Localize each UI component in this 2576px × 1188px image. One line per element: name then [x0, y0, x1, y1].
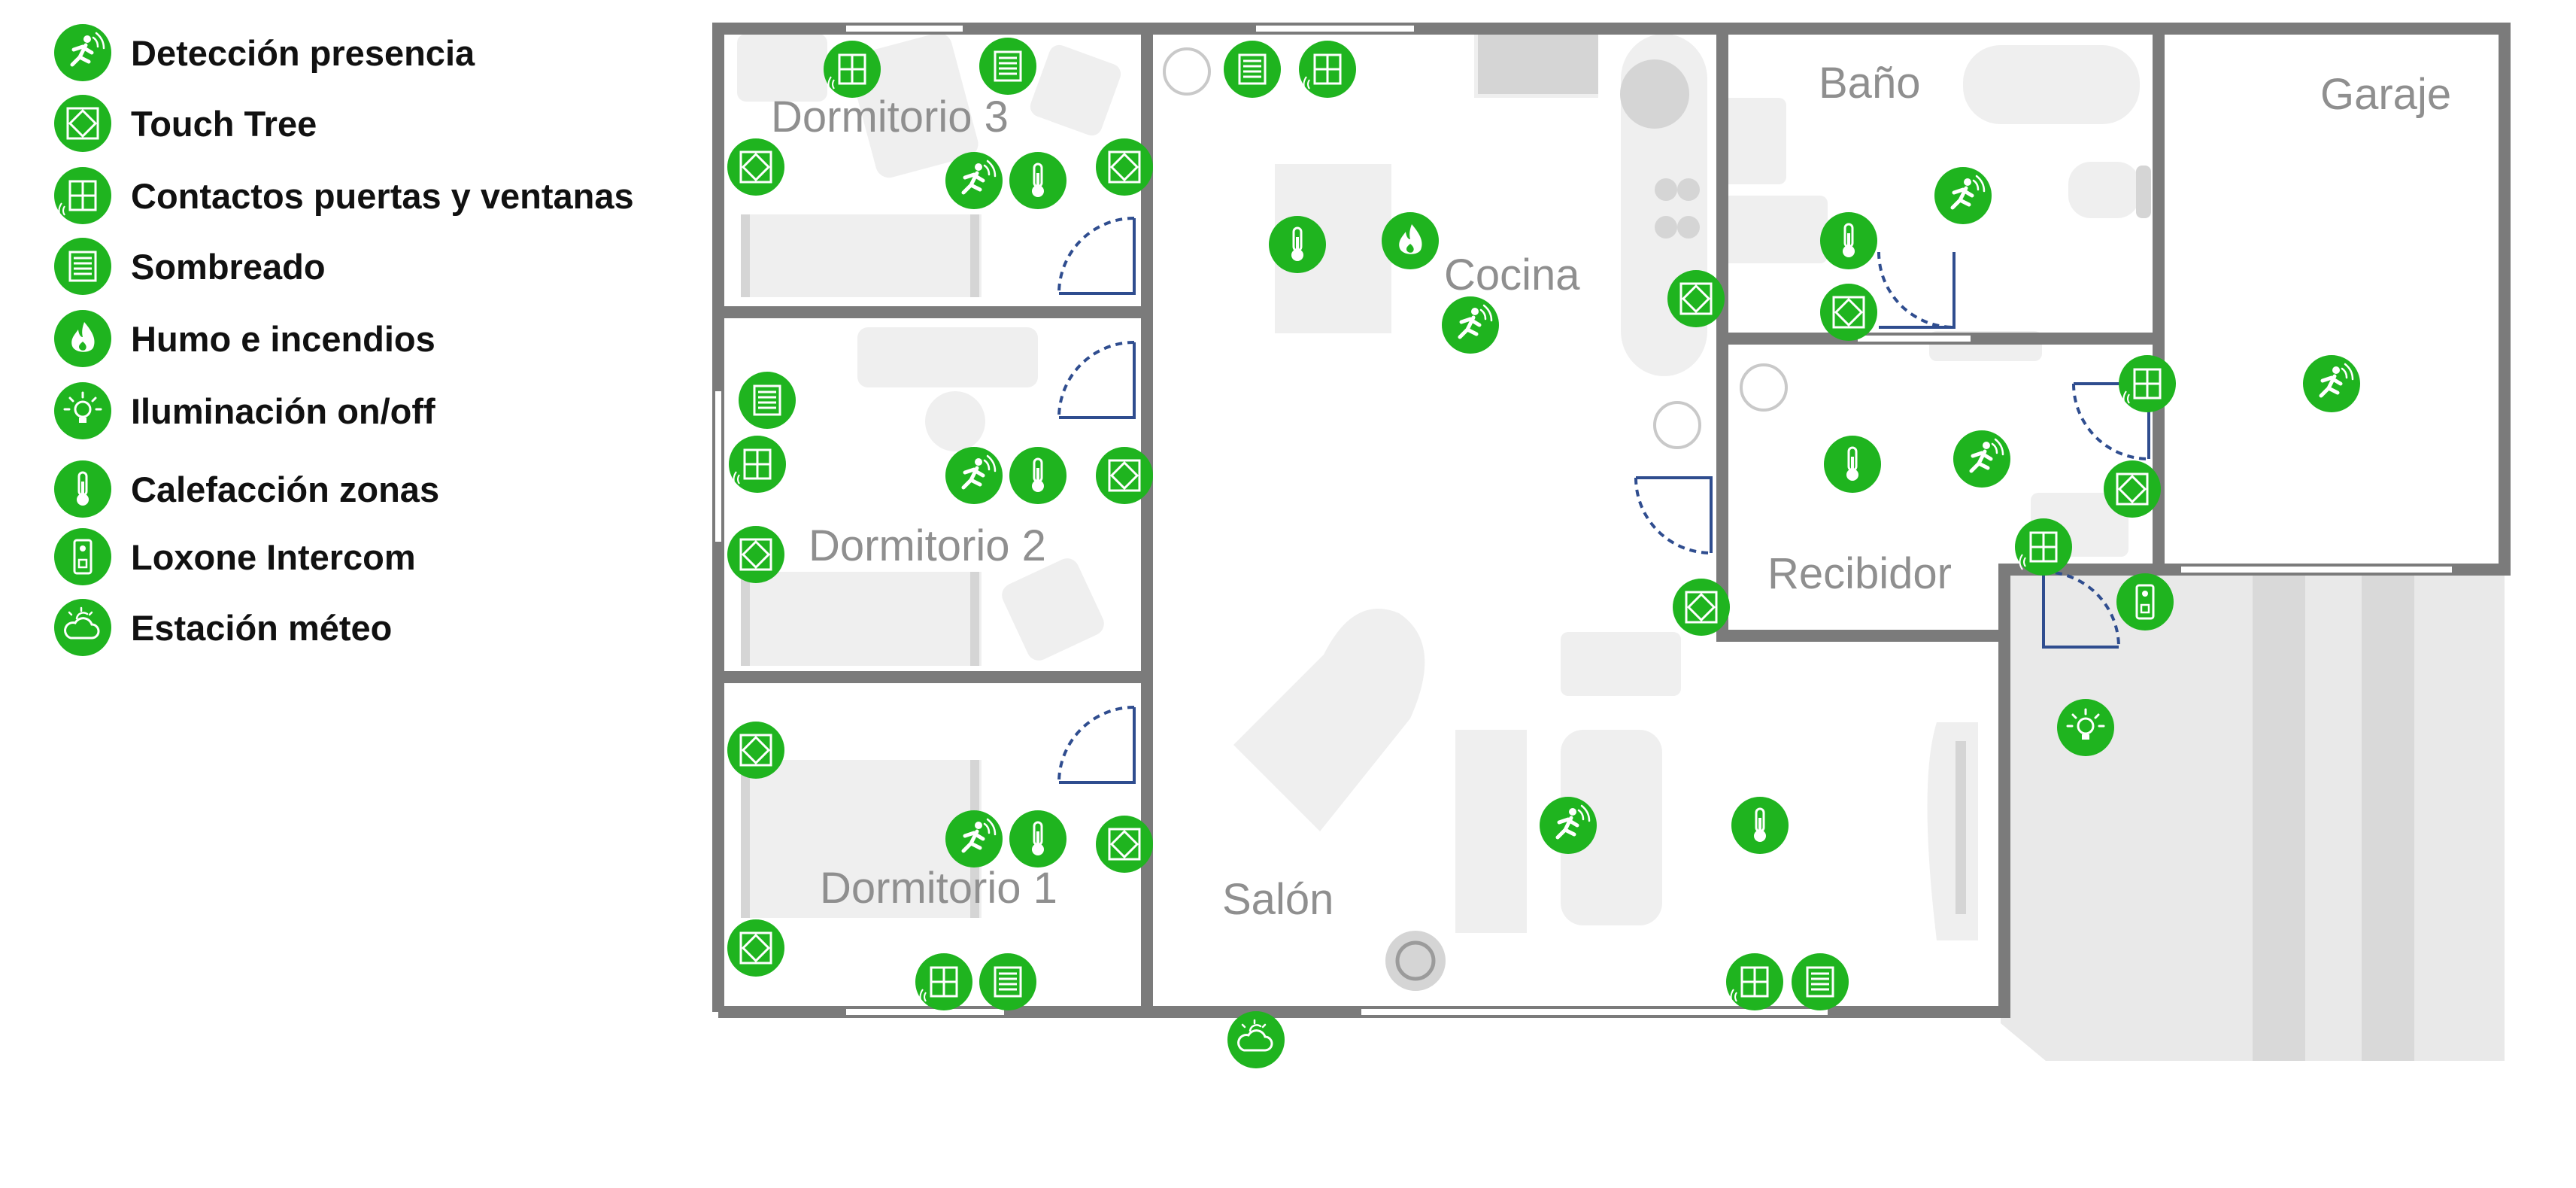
- touch-tree-icon[interactable]: [1096, 138, 1153, 196]
- legend-item-touch-tree: Touch Tree: [53, 93, 317, 153]
- intercom-icon[interactable]: [2116, 573, 2174, 630]
- thermometer-icon[interactable]: [1731, 797, 1789, 854]
- window-contact-icon[interactable]: [2119, 355, 2176, 412]
- legend-item-light: Iluminación on/off: [53, 381, 435, 441]
- touch-tree-icon[interactable]: [727, 722, 784, 779]
- touch-tree-icon[interactable]: [727, 138, 784, 196]
- window-contact-icon: [54, 167, 111, 224]
- presence-icon[interactable]: [1953, 430, 2010, 488]
- legend-item-shading: Sombreado: [53, 236, 326, 296]
- intercom-icon: [54, 528, 111, 585]
- legend-label: Calefacción zonas: [131, 469, 440, 509]
- legend-item-flame: Humo e incendios: [53, 308, 435, 369]
- window-contact-icon[interactable]: [1726, 953, 1783, 1010]
- legend-item-heating: Calefacción zonas: [53, 459, 439, 519]
- presence-icon[interactable]: [945, 447, 1003, 504]
- legend-label: Humo e incendios: [131, 318, 435, 359]
- doors: [1057, 217, 2150, 784]
- shading-icon[interactable]: [739, 372, 796, 429]
- room-label-dormitorio-3: Dormitorio 3: [771, 93, 1009, 141]
- touch-tree-icon[interactable]: [727, 919, 784, 977]
- room-label-salon: Salón: [1222, 875, 1334, 924]
- light-bulb-icon: [54, 382, 111, 439]
- presence-icon: [54, 24, 111, 81]
- touch-tree-icon[interactable]: [727, 526, 784, 583]
- thermometer-icon[interactable]: [1824, 436, 1881, 493]
- light-bulb-icon[interactable]: [2057, 699, 2114, 756]
- window-contact-icon[interactable]: [1299, 41, 1356, 98]
- window-contact-icon[interactable]: [824, 41, 881, 98]
- walls: [712, 23, 2511, 1018]
- thermometer-icon[interactable]: [1269, 216, 1326, 273]
- flame-icon: [54, 310, 111, 367]
- legend-item-weather: Estación méteo: [53, 597, 392, 658]
- room-label-recibidor: Recibidor: [1767, 549, 1952, 598]
- presence-icon[interactable]: [945, 152, 1003, 209]
- presence-icon[interactable]: [2303, 355, 2360, 412]
- device-markers: [727, 38, 2360, 1068]
- shading-icon: [54, 238, 111, 295]
- legend-label: Detección presencia: [131, 32, 475, 73]
- presence-icon[interactable]: [945, 810, 1003, 867]
- room-label-dormitorio-1: Dormitorio 1: [820, 864, 1057, 913]
- room-label-dormitorio-2: Dormitorio 2: [809, 521, 1046, 570]
- touch-tree-icon[interactable]: [1096, 816, 1153, 873]
- presence-icon[interactable]: [1540, 797, 1597, 854]
- touch-tree-icon[interactable]: [1096, 447, 1153, 504]
- thermometer-icon[interactable]: [1820, 212, 1877, 269]
- thermometer-icon[interactable]: [1009, 447, 1067, 504]
- legend-label: Sombreado: [131, 246, 326, 287]
- legend-item-window-contact: Contactos puertas y ventanas: [53, 166, 634, 226]
- legend-label: Contactos puertas y ventanas: [131, 175, 634, 216]
- shading-icon[interactable]: [1224, 41, 1281, 98]
- presence-icon[interactable]: [1442, 296, 1499, 354]
- room-label-bano: Baño: [1819, 59, 1920, 108]
- legend-label: Estación méteo: [131, 607, 393, 648]
- legend-item-presence: Detección presencia: [53, 23, 475, 83]
- furniture-detail: [741, 34, 2151, 991]
- weather-cloud-icon[interactable]: [1227, 1011, 1285, 1068]
- legend-label: Touch Tree: [131, 103, 317, 144]
- window-contact-icon[interactable]: [2015, 518, 2072, 576]
- windows: [715, 26, 2452, 1015]
- thermometer-icon[interactable]: [1009, 152, 1067, 209]
- floor-lamp: [1395, 940, 1436, 981]
- thermometer-icon[interactable]: [1009, 810, 1067, 867]
- touch-tree-icon: [54, 95, 111, 152]
- driveway: [2001, 564, 2505, 1061]
- flame-icon[interactable]: [1382, 212, 1439, 269]
- window-contact-icon[interactable]: [915, 953, 972, 1010]
- thermometer-icon: [54, 460, 111, 518]
- touch-tree-icon[interactable]: [2104, 460, 2161, 518]
- legend-label: Iluminación on/off: [131, 390, 435, 431]
- shading-icon[interactable]: [979, 38, 1036, 95]
- shading-icon[interactable]: [1792, 953, 1849, 1010]
- presence-icon[interactable]: [1934, 167, 1992, 224]
- legend-label: Loxone Intercom: [131, 536, 416, 577]
- room-labels: Dormitorio 3 Dormitorio 2 Dormitorio 1 C…: [771, 59, 2451, 924]
- room-label-garaje: Garaje: [2320, 70, 2451, 119]
- room-label-cocina: Cocina: [1444, 251, 1580, 299]
- fan-icon: [1163, 47, 1788, 449]
- weather-cloud-icon: [54, 599, 111, 656]
- touch-tree-icon[interactable]: [1667, 270, 1725, 327]
- window-contact-icon[interactable]: [729, 436, 786, 493]
- shading-icon[interactable]: [979, 953, 1036, 1010]
- touch-tree-icon[interactable]: [1820, 284, 1877, 341]
- touch-tree-icon[interactable]: [1673, 579, 1730, 636]
- legend-item-intercom: Loxone Intercom: [53, 527, 416, 587]
